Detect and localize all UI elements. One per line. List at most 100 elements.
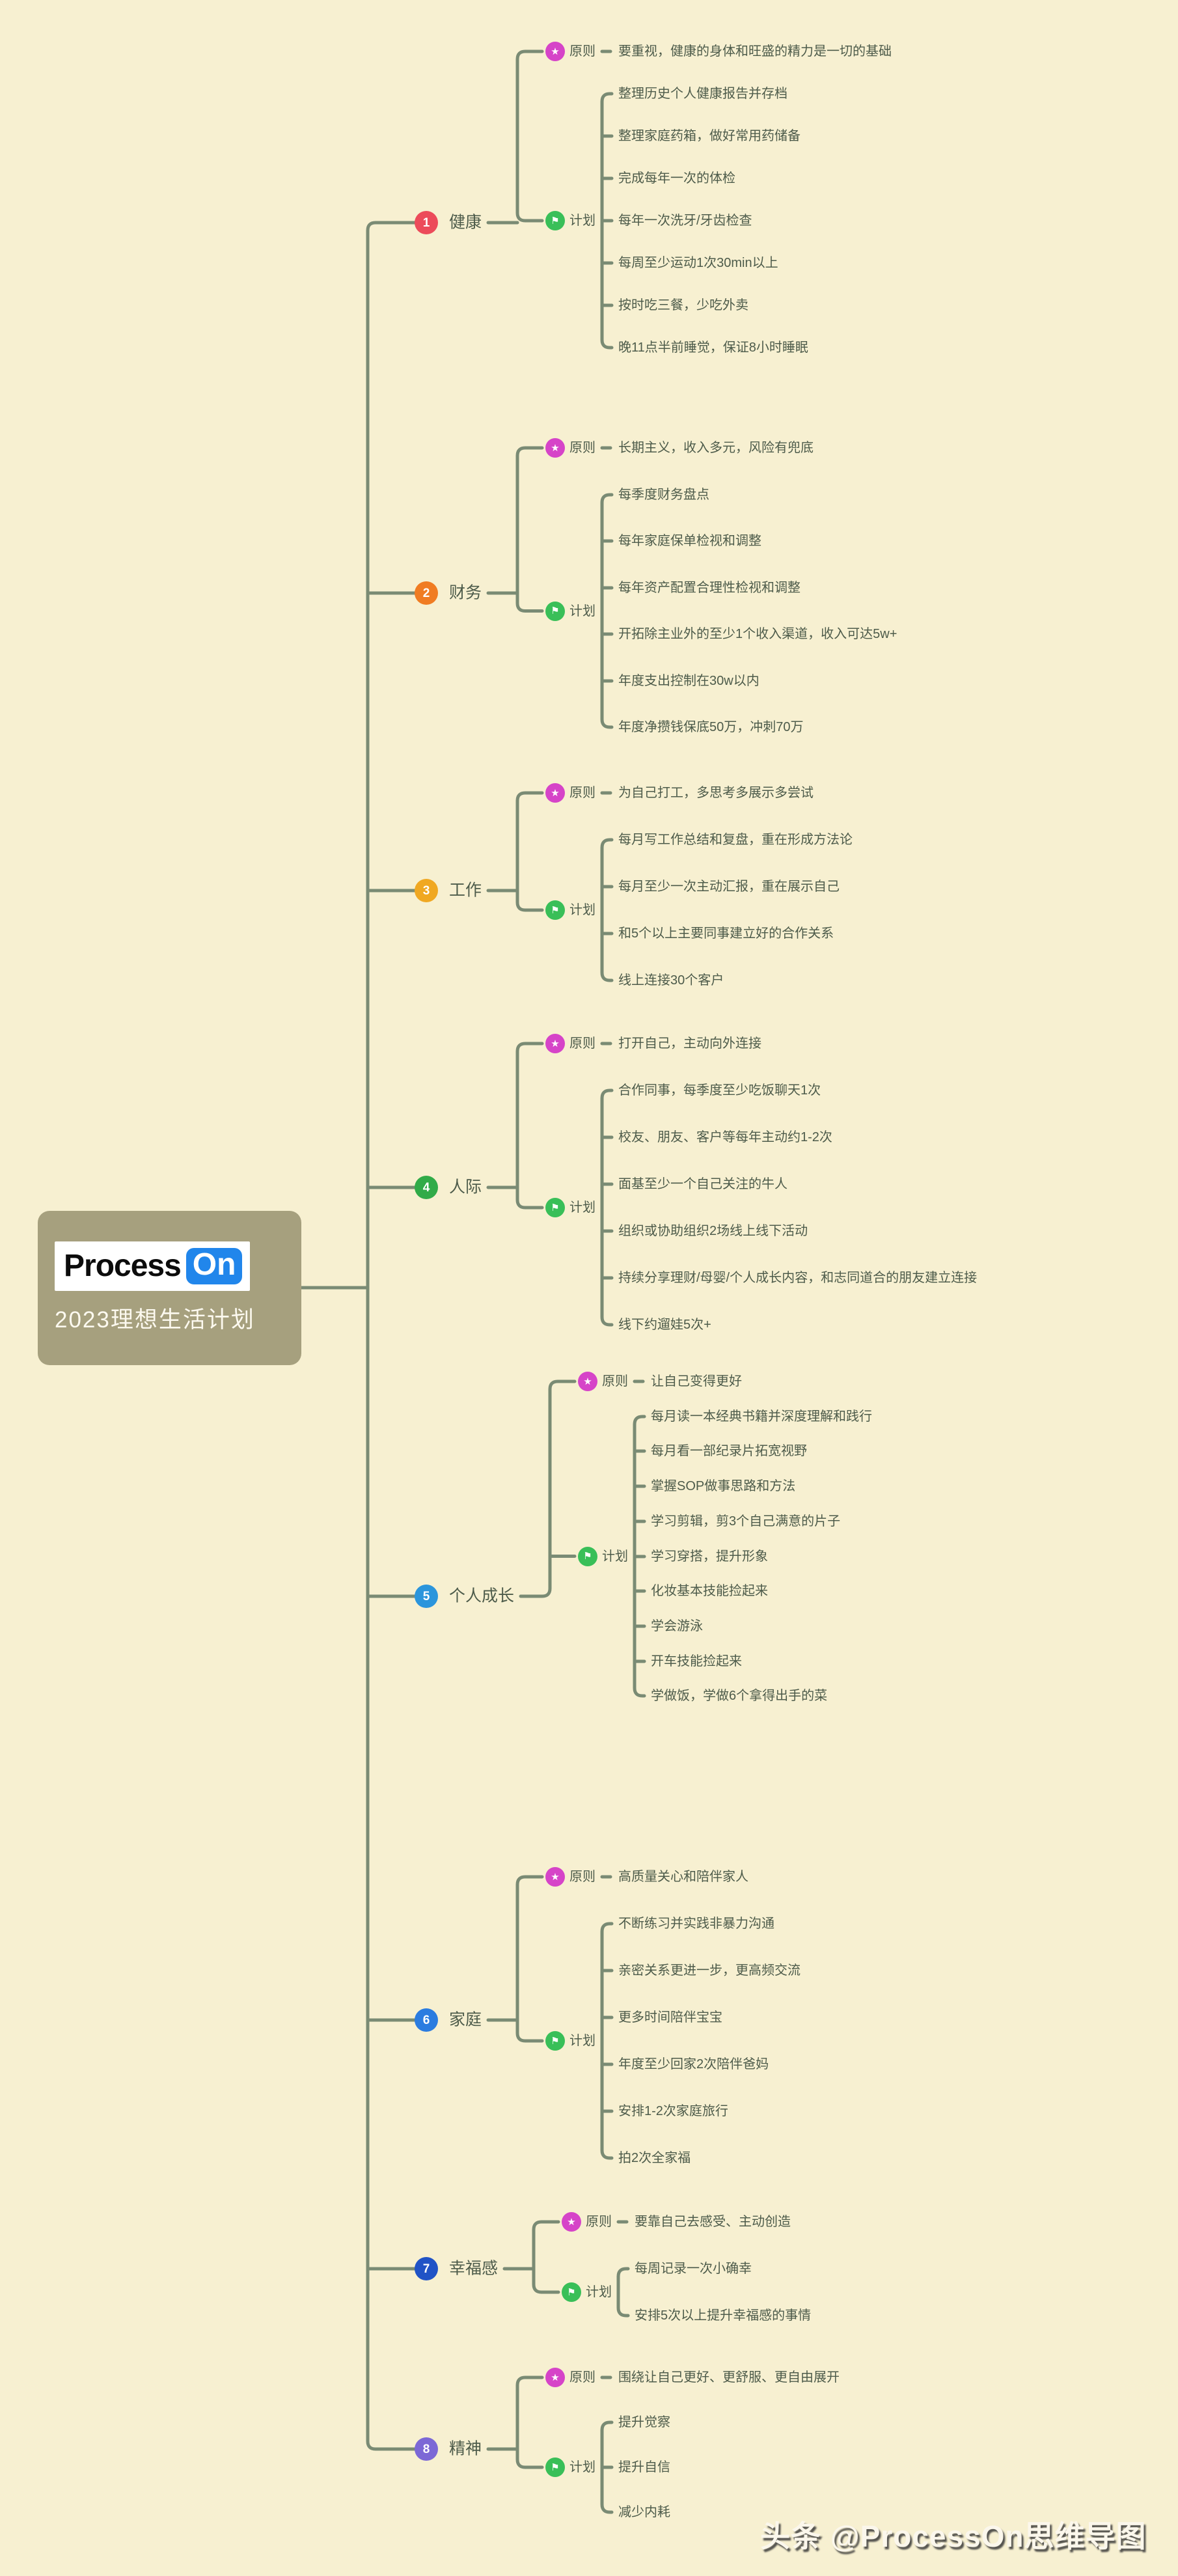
principle-badge[interactable]: ★	[545, 42, 565, 61]
plan-item[interactable]: 每周记录一次小确幸	[635, 2262, 752, 2276]
plan-item[interactable]: 学习剪辑，剪3个自己满意的片子	[651, 1514, 841, 1529]
plan-item[interactable]: 每季度财务盘点	[618, 488, 709, 502]
principle-badge[interactable]: ★	[578, 1372, 597, 1391]
branch-node-8[interactable]: 精神	[449, 2439, 482, 2458]
principle-text[interactable]: 打开自己，主动向外连接	[618, 1036, 761, 1051]
principle-badge[interactable]: ★	[545, 438, 565, 458]
plan-item[interactable]: 整理家庭药箱，做好常用药储备	[618, 129, 801, 143]
plan-label[interactable]: 计划	[569, 2460, 596, 2474]
plan-item[interactable]: 每年一次洗牙/牙齿检查	[618, 214, 752, 228]
principle-badge[interactable]: ★	[562, 2212, 581, 2232]
plan-label[interactable]: 计划	[569, 603, 596, 618]
plan-badge[interactable]: ⚑	[545, 601, 565, 621]
plan-label[interactable]: 计划	[586, 2285, 612, 2299]
plan-item[interactable]: 合作同事，每季度至少吃饭聊天1次	[618, 1083, 821, 1098]
branch-node-5[interactable]: 个人成长	[449, 1586, 515, 1605]
plan-badge[interactable]: ⚑	[562, 2282, 581, 2302]
plan-item[interactable]: 完成每年一次的体检	[618, 171, 735, 186]
plan-item[interactable]: 不断练习并实践非暴力沟通	[618, 1917, 774, 1931]
plan-item[interactable]: 每年资产配置合理性检视和调整	[618, 581, 801, 595]
plan-item[interactable]: 年度支出控制在30w以内	[618, 674, 760, 688]
plan-item[interactable]: 每月看一部纪录片拓宽视野	[651, 1444, 807, 1458]
principle-text[interactable]: 围绕让自己更好、更舒服、更自由展开	[618, 2370, 840, 2385]
principle-label[interactable]: 原则	[602, 1374, 628, 1389]
principle-label[interactable]: 原则	[569, 441, 596, 455]
plan-item[interactable]: 年度至少回家2次陪伴爸妈	[618, 2057, 769, 2071]
principle-text[interactable]: 为自己打工，多思考多展示多尝试	[618, 786, 814, 800]
plan-item[interactable]: 组织或协助组织2场线上线下活动	[618, 1224, 808, 1238]
plan-item[interactable]: 每月至少一次主动汇报，重在展示自己	[618, 879, 840, 894]
branch-node-1[interactable]: 健康	[449, 213, 482, 232]
branch-node-4[interactable]: 人际	[449, 1178, 482, 1197]
plan-item[interactable]: 拍2次全家福	[618, 2151, 691, 2165]
branch-badge-1[interactable]: 1	[415, 211, 438, 234]
branch-badge-5[interactable]: 5	[415, 1585, 438, 1608]
branch-badge-8[interactable]: 8	[415, 2437, 438, 2461]
principle-text[interactable]: 要靠自己去感受、主动创造	[635, 2215, 791, 2229]
plan-label[interactable]: 计划	[569, 1200, 596, 1215]
plan-item[interactable]: 安排5次以上提升幸福感的事情	[635, 2308, 812, 2323]
plan-item[interactable]: 和5个以上主要同事建立好的合作关系	[618, 926, 834, 941]
principle-label[interactable]: 原则	[569, 1036, 596, 1051]
plan-item[interactable]: 按时吃三餐，少吃外卖	[618, 298, 748, 312]
plan-label[interactable]: 计划	[569, 214, 596, 228]
plan-badge[interactable]: ⚑	[545, 2458, 565, 2477]
principle-badge[interactable]: ★	[545, 1034, 565, 1053]
plan-item[interactable]: 每周至少运动1次30min以上	[618, 256, 778, 270]
plan-item[interactable]: 每月写工作总结和复盘，重在形成方法论	[618, 833, 853, 847]
branch-node-2[interactable]: 财务	[449, 583, 482, 602]
plan-item[interactable]: 持续分享理财/母婴/个人成长内容，和志同道合的朋友建立连接	[618, 1271, 978, 1285]
plan-item[interactable]: 减少内耗	[618, 2505, 670, 2519]
principle-text[interactable]: 长期主义，收入多元，风险有兜底	[618, 441, 814, 455]
principle-badge[interactable]: ★	[545, 1867, 565, 1887]
plan-label[interactable]: 计划	[602, 1549, 628, 1564]
branch-badge-4[interactable]: 4	[415, 1176, 438, 1199]
plan-item[interactable]: 开车技能捡起来	[651, 1654, 742, 1669]
principle-label[interactable]: 原则	[586, 2215, 612, 2229]
plan-item[interactable]: 每月读一本经典书籍并深度理解和践行	[651, 1409, 872, 1424]
branch-badge-7[interactable]: 7	[415, 2257, 438, 2280]
branch-badge-2[interactable]: 2	[415, 581, 438, 605]
plan-badge[interactable]: ⚑	[545, 211, 565, 230]
plan-item[interactable]: 开拓除主业外的至少1个收入渠道，收入可达5w+	[618, 627, 897, 641]
plan-label[interactable]: 计划	[569, 903, 596, 917]
plan-badge[interactable]: ⚑	[545, 2031, 565, 2051]
principle-badge[interactable]: ★	[545, 783, 565, 803]
plan-item[interactable]: 学习穿搭，提升形象	[651, 1549, 768, 1564]
principle-label[interactable]: 原则	[569, 2370, 596, 2385]
principle-label[interactable]: 原则	[569, 786, 596, 800]
plan-label[interactable]: 计划	[569, 2034, 596, 2048]
plan-item[interactable]: 线下约遛娃5次+	[618, 1318, 711, 1332]
principle-text[interactable]: 要重视，健康的身体和旺盛的精力是一切的基础	[618, 44, 892, 59]
plan-badge[interactable]: ⚑	[578, 1546, 597, 1566]
plan-badge[interactable]: ⚑	[545, 900, 565, 920]
plan-item[interactable]: 线上连接30个客户	[618, 973, 724, 988]
plan-item[interactable]: 亲密关系更进一步，更高频交流	[618, 1963, 801, 1978]
plan-badge[interactable]: ⚑	[545, 1198, 565, 1217]
principle-label[interactable]: 原则	[569, 1870, 596, 1884]
plan-item[interactable]: 学做饭，学做6个拿得出手的菜	[651, 1689, 828, 1703]
principle-text[interactable]: 让自己变得更好	[651, 1374, 742, 1389]
plan-item[interactable]: 晚11点半前睡觉，保证8小时睡眠	[618, 340, 808, 355]
plan-item[interactable]: 更多时间陪伴宝宝	[618, 2010, 722, 2025]
principle-text[interactable]: 高质量关心和陪伴家人	[618, 1870, 748, 1884]
plan-item[interactable]: 安排1-2次家庭旅行	[618, 2104, 728, 2118]
plan-item[interactable]: 学会游泳	[651, 1619, 703, 1633]
central-topic-node[interactable]: Process On 2023理想生活计划	[38, 1211, 301, 1365]
plan-item[interactable]: 提升自信	[618, 2460, 670, 2474]
principle-label[interactable]: 原则	[569, 44, 596, 59]
branch-badge-3[interactable]: 3	[415, 879, 438, 902]
plan-item[interactable]: 每年家庭保单检视和调整	[618, 534, 761, 548]
plan-item[interactable]: 年度净攒钱保底50万，冲刺70万	[618, 720, 804, 734]
plan-item[interactable]: 校友、朋友、客户等每年主动约1-2次	[618, 1130, 832, 1144]
branch-node-3[interactable]: 工作	[449, 881, 482, 900]
plan-item[interactable]: 提升觉察	[618, 2415, 670, 2430]
plan-item[interactable]: 掌握SOP做事思路和方法	[651, 1479, 796, 1493]
plan-item[interactable]: 化妆基本技能捡起来	[651, 1584, 768, 1598]
branch-node-7[interactable]: 幸福感	[449, 2259, 499, 2278]
principle-badge[interactable]: ★	[545, 2368, 565, 2387]
branch-badge-6[interactable]: 6	[415, 2008, 438, 2032]
branch-node-6[interactable]: 家庭	[449, 2010, 482, 2029]
plan-item[interactable]: 面基至少一个自己关注的牛人	[618, 1177, 788, 1191]
plan-item[interactable]: 整理历史个人健康报告并存档	[618, 87, 788, 101]
